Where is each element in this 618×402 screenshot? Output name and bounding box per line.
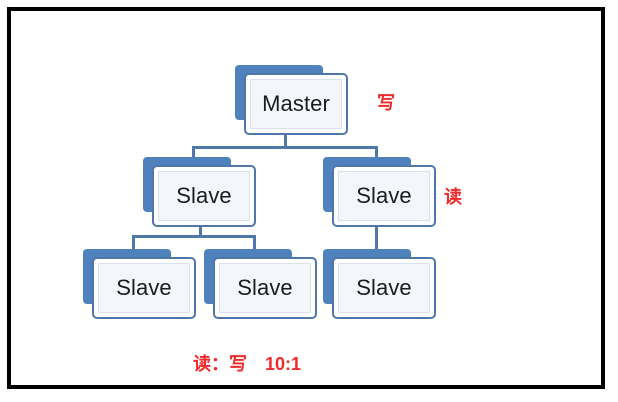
slave-node-left: Slave [143,157,256,227]
slave-node-bottom-left-1: Slave [83,249,196,319]
read-label: 读 [444,187,462,208]
slave-node-left-label: Slave [176,183,232,208]
master-node-inner: Master [250,79,342,129]
slave-node-right: Slave [323,157,436,227]
slave-node-left-inner: Slave [158,171,250,221]
slave-node-bottom-left-2-inner: Slave [219,263,311,313]
slave-node-bottom-left-2-card: Slave [213,257,317,319]
right-branch-drop [375,146,378,166]
slave-node-bottom-right-inner: Slave [338,263,430,313]
write-label: 写 [377,93,395,114]
master-node: Master [235,65,348,135]
lower-left-drop-2 [253,235,256,259]
read-write-ratio-value: 10:1 [265,354,302,374]
slave-node-bottom-right: Slave [323,249,436,319]
read-write-ratio: 读：写 10:1 [193,355,301,374]
right-slave-stem [375,226,378,258]
slave-node-bottom-right-label: Slave [356,275,412,300]
slave-node-bottom-left-2: Slave [204,249,317,319]
slave-node-bottom-right-card: Slave [332,257,436,319]
slave-node-bottom-left-1-card: Slave [92,257,196,319]
left-slave-stem [199,226,202,237]
master-node-label: Master [262,91,330,116]
slave-node-bottom-left-1-label: Slave [116,275,172,300]
slave-node-right-card: Slave [332,165,436,227]
slave-node-bottom-left-2-label: Slave [237,275,293,300]
master-stem [284,135,287,148]
lower-left-drop-1 [132,235,135,259]
slave-node-right-label: Slave [356,183,412,208]
master-node-card: Master [244,73,348,135]
slave-node-left-card: Slave [152,165,256,227]
slave-node-bottom-left-1-inner: Slave [98,263,190,313]
top-branch-line [192,146,378,149]
read-write-ratio-text: 读：写 [193,354,247,375]
slave-node-right-inner: Slave [338,171,430,221]
lower-left-branch-line [132,235,256,238]
